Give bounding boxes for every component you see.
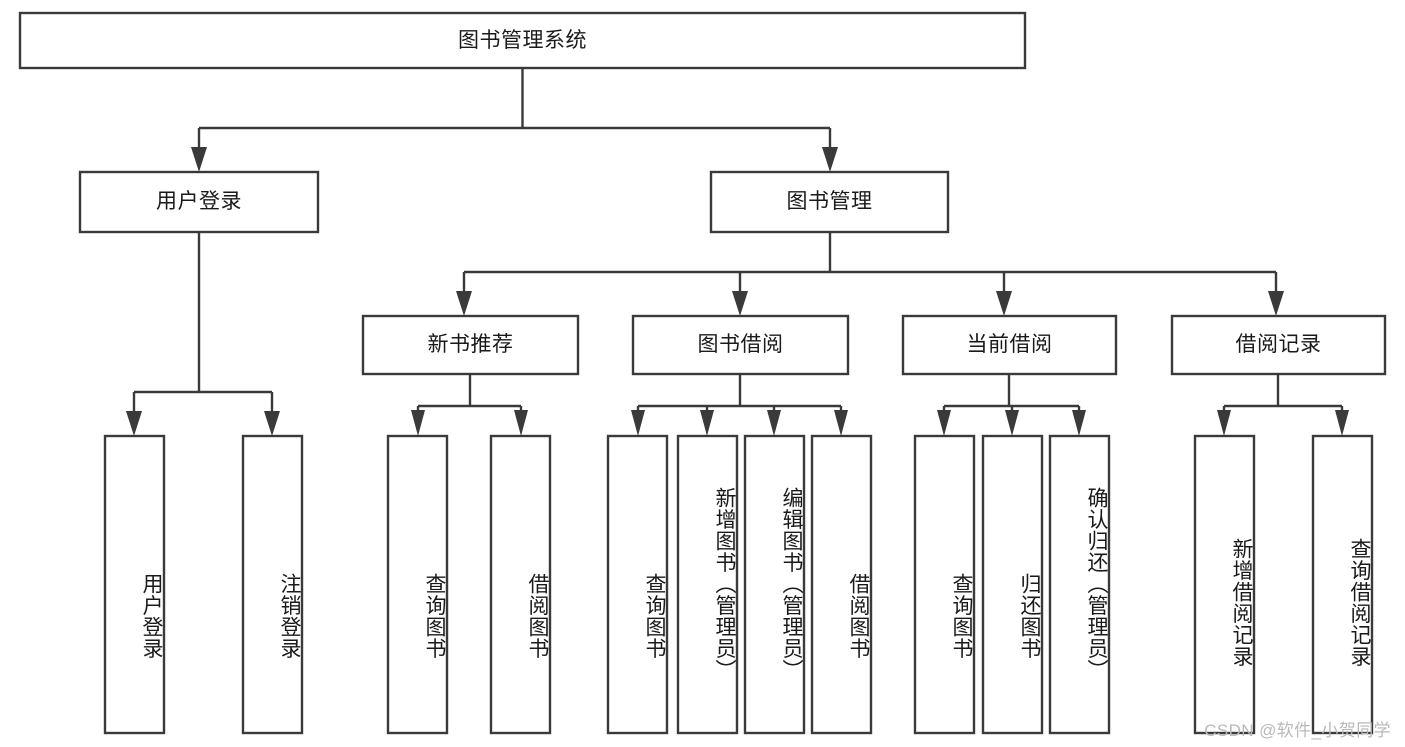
arrowhead-borrow-book-2 — [834, 410, 848, 436]
node-box-leaf-query-record[interactable] — [1311, 434, 1374, 735]
node-box-leaf-borrow-book-2[interactable] — [810, 434, 873, 735]
node-box-leaf-add-record[interactable] — [1193, 434, 1256, 735]
node-box-leaf-query-book-3[interactable] — [913, 434, 976, 735]
node-box-current-borrow[interactable] — [901, 314, 1118, 376]
node-box-leaf-query-book-2[interactable] — [606, 434, 669, 735]
arrowhead-query-book-1 — [411, 410, 425, 436]
node-box-leaf-confirm-return[interactable] — [1048, 434, 1111, 735]
arrowhead-confirm-return — [1072, 410, 1086, 436]
arrowhead-query-book-3 — [937, 410, 951, 436]
node-box-root[interactable] — [18, 11, 1027, 70]
arrowhead-leaf-user-login — [126, 411, 142, 436]
node-box-new-book-recommend[interactable] — [361, 314, 580, 376]
arrowhead-user-login — [191, 147, 207, 172]
node-box-borrow-record[interactable] — [1170, 314, 1387, 376]
node-box-leaf-edit-book[interactable] — [743, 434, 806, 735]
arrowhead-add-book — [700, 410, 714, 436]
node-box-leaf-query-book-1[interactable] — [386, 434, 449, 735]
node-box-leaf-logout[interactable] — [241, 434, 304, 735]
node-box-user-login[interactable] — [78, 170, 320, 234]
arrowhead-query-record — [1335, 410, 1349, 436]
arrowhead-borrow-record — [1268, 291, 1284, 316]
arrowhead-book-borrow — [732, 291, 748, 316]
arrowhead-book-management — [822, 147, 838, 172]
node-box-book-borrow[interactable] — [631, 314, 850, 376]
node-box-leaf-return-book[interactable] — [981, 434, 1044, 735]
arrowhead-edit-book — [767, 410, 781, 436]
arrowhead-new-book-recommend — [456, 291, 472, 316]
arrowhead-query-book-2 — [631, 410, 645, 436]
node-box-leaf-add-book[interactable] — [676, 434, 739, 735]
node-box-leaf-user-login[interactable] — [103, 434, 166, 735]
arrowhead-add-record — [1217, 410, 1231, 436]
node-box-book-management[interactable] — [709, 170, 950, 234]
arrowhead-return-book — [1005, 410, 1019, 436]
node-box-leaf-borrow-book-1[interactable] — [489, 434, 552, 735]
arrowhead-leaf-logout — [264, 411, 280, 436]
arrowhead-current-borrow — [996, 291, 1012, 316]
arrowhead-borrow-book-1 — [514, 410, 528, 436]
